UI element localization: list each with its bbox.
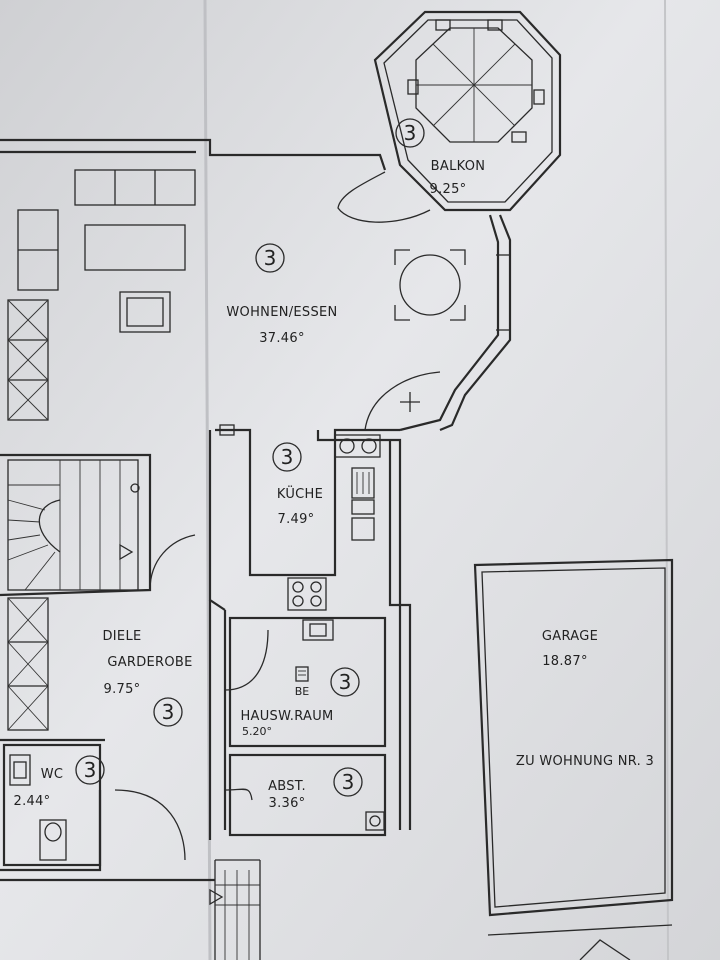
garage: [473, 558, 674, 960]
living-door: [364, 371, 441, 431]
room-area-wohnen: 37.46°: [259, 331, 305, 346]
utility-room: [228, 616, 387, 748]
garage-note: ZU WOHNUNG NR. 3: [516, 754, 654, 769]
room-label-abstell: ABST.: [268, 779, 306, 794]
fixture-label-be: BE: [295, 685, 310, 698]
room-area-hauswirtschaft: 5.20°: [242, 725, 272, 738]
room-area-kueche: 7.49°: [278, 512, 315, 527]
wc-room: [2, 743, 102, 867]
unit-number-wohnen: 3: [264, 246, 277, 270]
room-label-garage: GARAGE: [542, 629, 598, 644]
umbrella-icon: [407, 19, 545, 143]
entrance-steps: [209, 859, 261, 960]
living-room-wall: [399, 214, 512, 432]
staircase: [7, 459, 140, 591]
unit-marker-wc: [75, 755, 105, 785]
balcony: [337, 10, 562, 223]
room-label-kueche: KÜCHE: [277, 485, 323, 502]
room-label-wohnen: WOHNEN/ESSEN: [226, 305, 337, 320]
unit-marker-balkon: [395, 118, 425, 148]
room-label-diele-line2: GARDEROBE: [107, 655, 192, 670]
unit-marker-diele: [153, 697, 183, 727]
room-label-diele-line1: DIELE: [102, 629, 141, 644]
room-label-wc: WC: [41, 767, 64, 782]
living-furniture: [7, 169, 196, 421]
unit-number-wc: 3: [84, 758, 97, 782]
unit-marker-abstell: [333, 767, 363, 797]
unit-number-balkon: 3: [404, 121, 417, 145]
paper-fold-right: [664, 0, 669, 960]
room-area-garage: 18.87°: [542, 654, 588, 669]
hall-fixtures: [7, 534, 269, 861]
room-label-balkon: BALKON: [431, 159, 486, 174]
dining-table: [394, 249, 466, 321]
unit-number-abstell: 3: [342, 770, 355, 794]
room-label-hauswirtschaft: HAUSW.RAUM: [240, 709, 333, 724]
unit-number-diele: 3: [162, 700, 175, 724]
unit-number-kueche: 3: [281, 445, 294, 469]
storage-room: [228, 753, 387, 837]
unit-number-hauswirtschaft: 3: [339, 670, 352, 694]
room-area-balkon: 9.25°: [430, 182, 467, 197]
unit-marker-hauswirtschaft: [330, 667, 360, 697]
room-area-wc: 2.44°: [14, 794, 51, 809]
room-area-diele: 9.75°: [104, 682, 141, 697]
unit-marker-wohnen: [255, 243, 285, 273]
unit-marker-kueche: [272, 442, 302, 472]
kitchen-fixtures: [219, 424, 381, 611]
room-area-abstell: 3.36°: [269, 796, 306, 811]
